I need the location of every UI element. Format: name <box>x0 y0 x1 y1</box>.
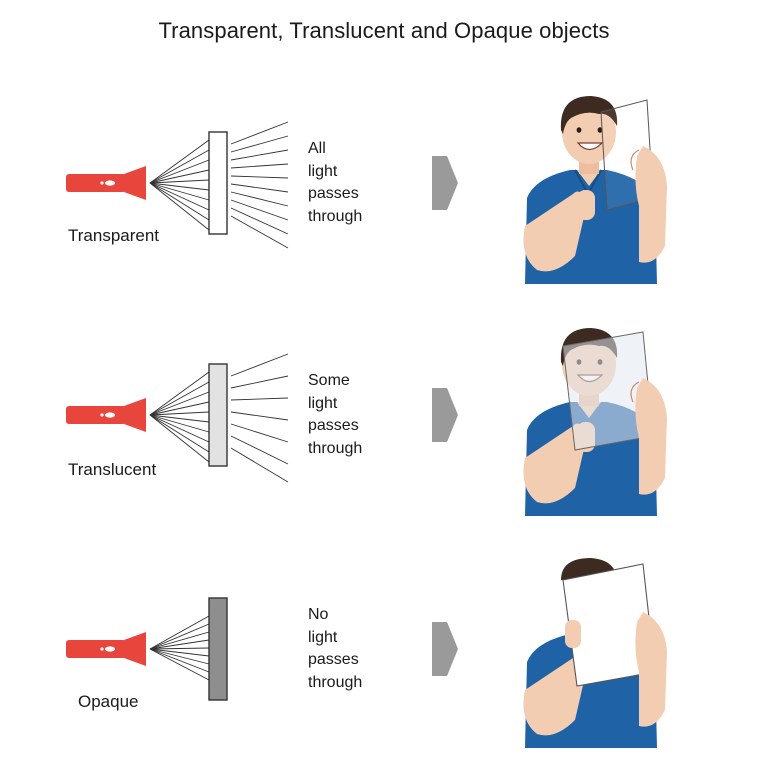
caption-line: light <box>308 162 338 180</box>
transparent-panel <box>208 131 228 235</box>
light-caption: No light passes through <box>308 604 362 694</box>
caption-line: No <box>308 606 329 623</box>
caption-line: passes <box>308 417 359 434</box>
row-transparent: Transparent All light passes through <box>0 84 768 314</box>
arrow-right-icon <box>432 388 458 442</box>
transmitted-light-rays <box>230 121 289 249</box>
transparent-light-diagram <box>66 121 289 249</box>
flashlight-icon <box>66 398 146 432</box>
caption-line: through <box>308 439 363 457</box>
opaque-panel <box>208 597 228 701</box>
light-caption: Some light passes through <box>308 370 362 460</box>
page-title: Transparent, Translucent and Opaque obje… <box>158 18 610 43</box>
flashlight-icon <box>66 166 146 200</box>
man-with-clear-sheet <box>523 96 667 284</box>
incoming-light-rays <box>149 139 210 231</box>
material-label: Transparent <box>68 226 160 245</box>
flashlight-icon <box>66 632 146 666</box>
translucent-panel <box>208 363 228 467</box>
caption-line: through <box>308 207 363 225</box>
row-translucent: Translucent Some light passes through <box>0 318 768 548</box>
caption-line: through <box>308 673 363 691</box>
man-with-opaque-sheet <box>523 558 667 748</box>
caption-line: All <box>308 140 326 157</box>
man-with-frosted-sheet <box>523 328 667 516</box>
row-opaque: Opaque No light passes through <box>0 550 768 780</box>
arrow-right-icon <box>432 156 458 210</box>
translucent-light-diagram <box>66 353 289 483</box>
material-label: Translucent <box>68 460 157 479</box>
transmitted-light-rays <box>230 353 289 483</box>
caption-line: passes <box>308 651 359 668</box>
light-caption: All light passes through <box>308 138 362 228</box>
opaque-light-diagram <box>66 597 228 701</box>
caption-line: light <box>308 628 338 646</box>
incoming-light-rays <box>149 615 210 681</box>
incoming-light-rays <box>149 371 210 463</box>
caption-line: Some <box>308 372 350 389</box>
caption-line: light <box>308 394 338 412</box>
caption-line: passes <box>308 185 359 202</box>
material-label: Opaque <box>78 692 139 711</box>
arrow-right-icon <box>432 622 458 676</box>
